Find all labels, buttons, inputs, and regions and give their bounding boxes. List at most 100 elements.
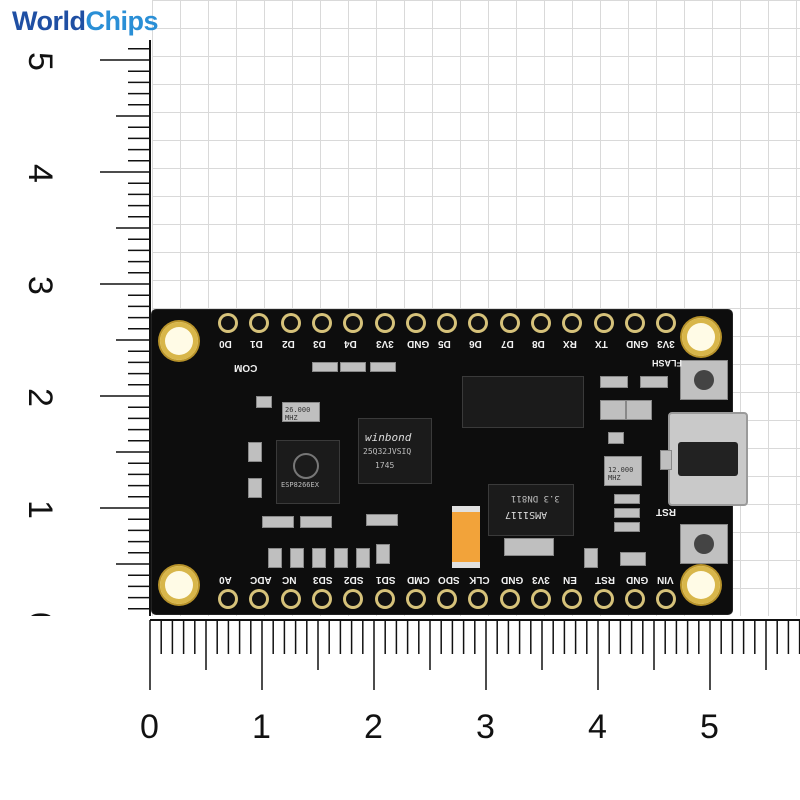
top-pin-label-d5: D5 (438, 338, 451, 349)
mcu-text: ESP8266EX (281, 481, 319, 489)
top-pin-pad-d0 (221, 316, 235, 330)
top-pin-pad-d4 (346, 316, 361, 330)
top-pin-pad-d8 (534, 316, 548, 330)
flash-date: 1745 (375, 461, 395, 470)
vertical-ruler-ticks (100, 40, 151, 621)
reset-button-cap (694, 534, 714, 554)
smd-component (262, 516, 294, 528)
com-label: COM (234, 362, 258, 373)
top-pin-pad-d3 (314, 316, 329, 330)
top-pin-pad-d6 (471, 316, 486, 330)
tantalum-capacitor (452, 506, 480, 568)
top-pin-label-d6: D6 (469, 338, 483, 349)
smd-component (356, 548, 370, 568)
smd-component (584, 548, 598, 568)
top-pin-label-gnd: GND (625, 338, 649, 349)
crystal-12mhz: 12.000 MHZ (604, 456, 642, 486)
mount-hole-bottom-right (682, 566, 720, 604)
brand-part-1: World (12, 6, 86, 36)
reset-button[interactable] (680, 524, 728, 564)
crystal2-text: 12.000 MHZ (608, 466, 634, 482)
top-pin-label-3v3: 3V3 (657, 338, 675, 349)
bottom-pin-label-sd1: SD1 (375, 574, 395, 585)
bottom-pin-pad-clk (471, 592, 486, 606)
smd-component (248, 478, 262, 498)
nodemcu-board (152, 310, 732, 614)
horizontal-number-4: 4 (588, 708, 607, 746)
rst-label: RST (656, 506, 676, 517)
flash-brand: winbond (365, 431, 412, 444)
smd-component (626, 400, 652, 420)
mount-hole-top-right (682, 318, 720, 356)
top-pin-label-d3: D3 (312, 338, 326, 349)
bottom-pin-pad-vin (659, 592, 674, 606)
bottom-pin-label-a0: A0 (219, 574, 232, 585)
top-pin-label-d8: D8 (532, 338, 545, 349)
flash-part: 25Q32JVSIQ (363, 447, 412, 456)
top-pin-label-tx: TX (594, 338, 608, 349)
bottom-pin-label-vin: VIN (657, 574, 674, 585)
smd-component (312, 548, 326, 568)
bottom-pin-label-nc: NC (281, 574, 297, 585)
bottom-pin-label-3v3: 3V3 (532, 574, 550, 585)
mount-hole-top-left (160, 322, 198, 360)
smd-component (366, 514, 398, 526)
top-pin-pad-3v3 (659, 316, 674, 330)
top-pin-pad-d1 (252, 316, 267, 330)
top-pin-label-d1: D1 (250, 338, 264, 349)
horizontal-ruler-ticks (149, 619, 800, 690)
vertical-number-2: 2 (20, 388, 59, 407)
voltage-regulator: 3.3 DN811 AMS1117 (488, 484, 574, 536)
bottom-pin-label-clk: CLK (469, 574, 490, 585)
bottom-pin-pad-nc (283, 592, 298, 606)
smd-component (370, 362, 396, 372)
smd-component (268, 548, 282, 568)
top-pin-pad-d7 (502, 316, 517, 330)
vertical-number-3: 3 (20, 276, 59, 295)
smd-component (290, 548, 304, 568)
brand-part-2: Chips (85, 6, 159, 36)
vertical-number-1: 1 (20, 500, 59, 519)
bottom-pin-label-gnd: GND (500, 574, 523, 585)
bottom-pin-pad-rst (596, 592, 611, 606)
horizontal-number-0: 0 (140, 708, 159, 746)
micro-usb-port[interactable] (668, 412, 748, 506)
smd-component (376, 544, 390, 564)
bottom-pin-label-cmd: CMD (406, 574, 430, 585)
top-pin-label-rx: RX (563, 338, 578, 349)
top-pin-label-d7: D7 (500, 338, 514, 349)
smd-component (340, 362, 366, 372)
bottom-pin-label-rst: RST (594, 574, 615, 585)
horizontal-number-3: 3 (476, 708, 495, 746)
smd-component (614, 522, 640, 532)
bottom-pin-pad-sd3 (314, 592, 329, 606)
usb-serial-chip (462, 376, 584, 428)
top-pin-pad-tx (596, 316, 611, 330)
brand-logo: WorldChips (12, 6, 159, 37)
smd-component (312, 362, 338, 372)
regulator-sub: 3.3 DN811 (511, 493, 560, 503)
bottom-pin-label-en: EN (563, 574, 578, 585)
top-pin-pad-d5 (440, 316, 455, 330)
regulator-part: AMS1117 (505, 509, 548, 520)
flash-button[interactable] (680, 360, 728, 400)
esp8266-chip: ESP8266EX (276, 440, 340, 504)
bottom-pin-pad-en (565, 592, 580, 606)
smd-component (256, 396, 272, 408)
espressif-logo-icon (293, 453, 319, 479)
bottom-pin-label-sd3: SD3 (312, 574, 333, 585)
smd-component (600, 376, 628, 388)
top-pin-label-d2: D2 (281, 338, 295, 349)
usb-port-opening (678, 442, 738, 476)
top-pin-pad-gnd (408, 316, 423, 330)
horizontal-number-1: 1 (252, 708, 271, 746)
smd-component (300, 516, 332, 528)
bottom-pin-pad-sdo (440, 592, 455, 606)
top-pin-pad-d2 (283, 316, 298, 330)
crystal-text: 26.000 MHZ (285, 406, 311, 422)
smd-component (640, 376, 668, 388)
smd-component (608, 432, 624, 444)
top-pin-pad-gnd (627, 316, 642, 330)
horizontal-number-2: 2 (364, 708, 383, 746)
flash-button-cap (694, 370, 714, 390)
